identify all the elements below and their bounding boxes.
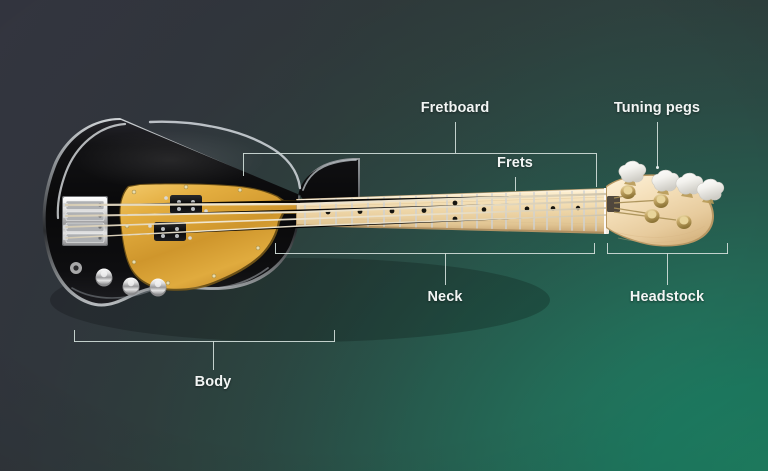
leader-frets-tick-right xyxy=(596,153,597,187)
label-fretboard: Fretboard xyxy=(420,100,490,116)
label-headstock: Headstock xyxy=(629,289,705,305)
leader-headstock-tick-left xyxy=(607,243,608,254)
leader-body-bracket xyxy=(74,341,335,342)
leader-body-stem xyxy=(213,341,214,370)
leader-headstock-tick-right xyxy=(727,243,728,254)
leader-neck-bracket xyxy=(275,253,595,254)
leader-frets-stem xyxy=(515,177,516,191)
leader-neck-tick-right xyxy=(594,243,595,254)
leader-tuning-pegs-dot xyxy=(655,166,659,169)
leader-fretboard-stem xyxy=(455,122,456,153)
leader-body-tick-right xyxy=(334,330,335,342)
leader-fretboard-bracket xyxy=(243,153,596,154)
leader-body-tick-left xyxy=(74,330,75,342)
leader-headstock-stem xyxy=(667,253,668,285)
label-body: Body xyxy=(194,374,232,390)
leader-fretboard-tick-left xyxy=(243,153,244,176)
label-tuning-pegs: Tuning pegs xyxy=(613,100,701,116)
leader-tuning-pegs-line xyxy=(657,122,658,168)
leader-neck-tick-left xyxy=(275,243,276,254)
leader-neck-stem xyxy=(445,253,446,285)
label-frets: Frets xyxy=(497,155,533,171)
label-neck: Neck xyxy=(427,289,463,305)
